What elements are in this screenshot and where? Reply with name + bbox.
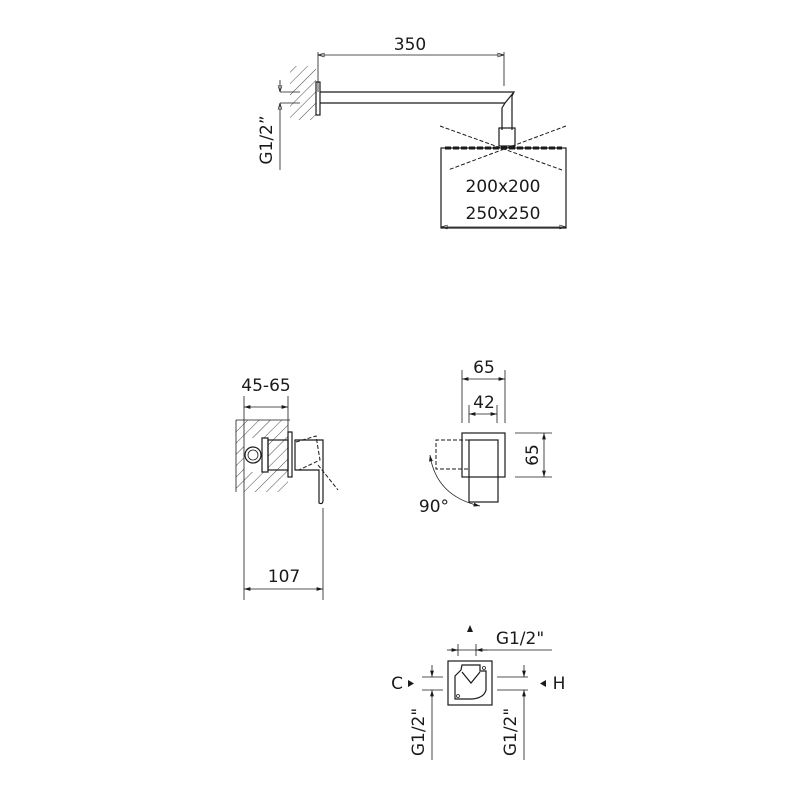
valve-body-view: G1/2" C H G1/2" G1/2" [391, 625, 565, 760]
handle-rotated [435, 439, 469, 470]
cold-arrow-icon [408, 680, 414, 687]
head-nut [498, 127, 516, 147]
shower-arm [320, 91, 515, 130]
rotation-label: 90° [419, 497, 449, 517]
handle-width-label: 42 [473, 393, 495, 413]
right-thread-label: G1/2" [501, 708, 521, 756]
total-depth-label: 107 [268, 567, 300, 587]
tilt-line-1 [439, 125, 563, 171]
top-arrow-icon [467, 625, 473, 632]
plate-height-label: 65 [523, 444, 543, 466]
head-size-1: 200x200 [466, 177, 541, 197]
plate-width-label: 65 [473, 358, 495, 378]
valve-outline [454, 664, 487, 700]
valve-box [447, 660, 493, 706]
arm-thread-label: G1/2” [257, 115, 277, 164]
mixer-handle [294, 439, 324, 505]
hot-arrow-icon [540, 680, 546, 687]
valve-cartridge [244, 446, 262, 464]
shower-arm-view: 350 G1/2” 200x200 250x250 [257, 35, 567, 228]
rotation-arc [429, 454, 481, 507]
cover-plate [287, 431, 293, 478]
wall-depth-label: 45-65 [241, 376, 290, 396]
mixer-side-view: 45-65 107 [235, 376, 339, 600]
hot-label: H [553, 674, 566, 694]
mixer-front-view: 65 42 65 90° [419, 358, 552, 517]
arm-length-label: 350 [394, 35, 426, 55]
cold-label: C [391, 674, 403, 694]
left-thread-label: G1/2" [409, 708, 429, 756]
top-thread-label: G1/2" [496, 629, 544, 649]
wall-hatch [290, 66, 316, 120]
handle-front [468, 439, 499, 503]
head-size-2: 250x250 [466, 204, 541, 224]
